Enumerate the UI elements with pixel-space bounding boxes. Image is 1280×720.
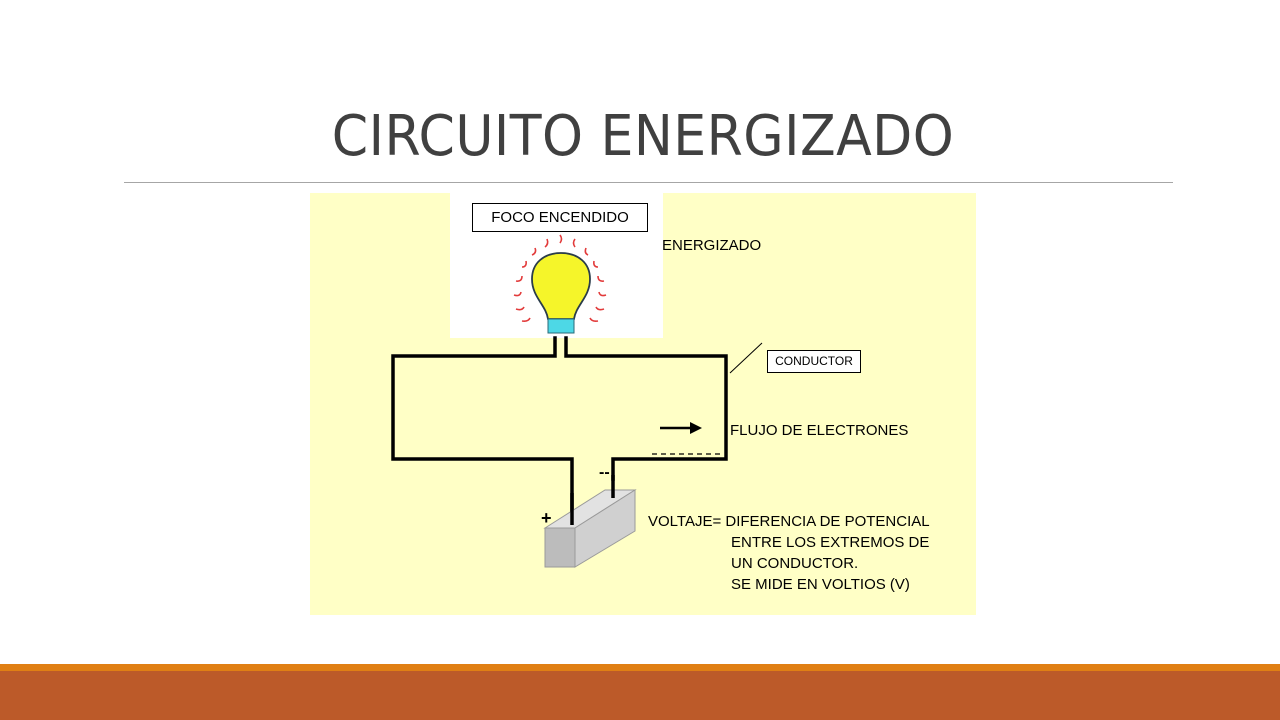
- glow-rays: [513, 234, 607, 322]
- bulb-label: FOCO ENCENDIDO: [472, 203, 648, 232]
- slide-title: CIRCUITO ENERGIZADO: [331, 104, 955, 169]
- negative-sign: --: [599, 464, 610, 481]
- state-label: ENERGIZADO: [662, 237, 762, 254]
- footer-accent-line: [0, 664, 1280, 671]
- circuit-wires: [391, 336, 728, 522]
- circuit-diagram: FOCO ENCENDIDO ENERGIZADO CONDUCTOR FLUJ…: [310, 193, 976, 615]
- voltage-line-1: VOLTAJE= DIFERENCIA DE POTENCIAL: [648, 513, 930, 530]
- positive-sign: +: [541, 508, 552, 528]
- voltage-line-2: ENTRE LOS EXTREMOS DE: [731, 534, 930, 551]
- flow-label: FLUJO DE ELECTRONES: [730, 422, 909, 439]
- title-divider: [124, 182, 1173, 183]
- battery-icon: [543, 489, 637, 568]
- conductor-label: CONDUCTOR: [767, 350, 861, 373]
- light-bulb-icon: [531, 252, 591, 334]
- arrow-right-icon: [660, 422, 702, 434]
- voltage-line-3: UN CONDUCTOR.: [731, 555, 859, 572]
- conductor-pointer: [729, 342, 763, 374]
- circuit-drawing: [391, 234, 763, 568]
- voltage-line-4: SE MIDE EN VOLTIOS (V): [731, 576, 910, 593]
- footer-band: [0, 671, 1280, 720]
